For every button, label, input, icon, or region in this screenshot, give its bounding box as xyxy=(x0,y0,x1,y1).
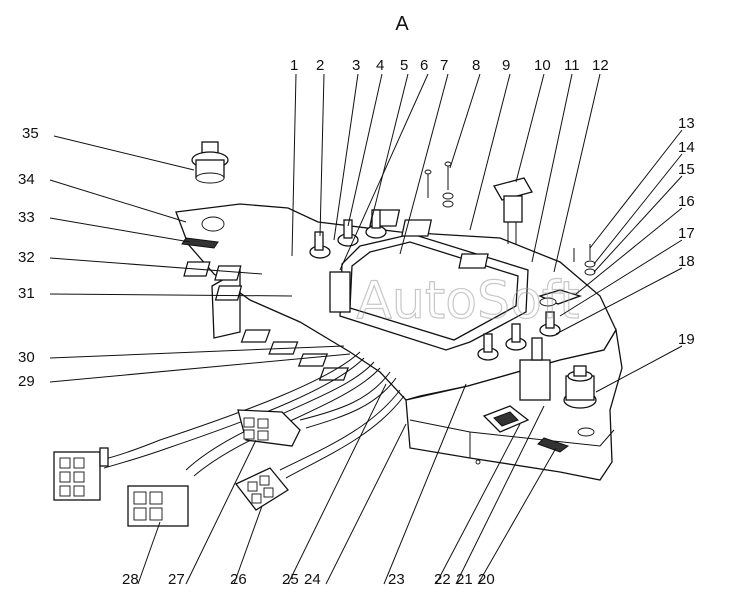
watermark: AutoSoft xyxy=(356,271,579,331)
connector-28 xyxy=(53,447,109,501)
callout-24: 24 xyxy=(304,571,321,588)
callout-26: 26 xyxy=(230,571,247,588)
callout-6: 6 xyxy=(420,57,428,74)
callout-27: 27 xyxy=(168,571,185,588)
callout-35: 35 xyxy=(22,125,39,142)
callout-18: 18 xyxy=(678,253,695,270)
callout-10: 10 xyxy=(534,57,551,74)
loose-switch-9 xyxy=(493,177,533,244)
view-label: А xyxy=(395,13,409,35)
callout-4: 4 xyxy=(376,57,384,74)
callout-34: 34 xyxy=(18,171,35,188)
callout-33: 33 xyxy=(18,209,35,226)
callout-21: 21 xyxy=(456,571,473,588)
callout-19: 19 xyxy=(678,331,695,348)
callout-3: 3 xyxy=(352,57,360,74)
callout-32: 32 xyxy=(18,249,35,266)
callout-14: 14 xyxy=(678,139,695,156)
callout-12: 12 xyxy=(592,57,609,74)
callout-31: 31 xyxy=(18,285,35,302)
push-button-35 xyxy=(191,141,229,184)
connector-25 xyxy=(234,467,289,511)
callout-1: 1 xyxy=(290,57,298,74)
callout-13: 13 xyxy=(678,115,695,132)
callout-20: 20 xyxy=(478,571,495,588)
callout-16: 16 xyxy=(678,193,695,210)
connector-27 xyxy=(127,485,189,527)
toggle-switches xyxy=(309,209,561,401)
callout-5: 5 xyxy=(400,57,408,74)
callout-2: 2 xyxy=(316,57,324,74)
label-plate-33 xyxy=(181,237,219,249)
screws xyxy=(424,161,596,276)
callout-23: 23 xyxy=(388,571,405,588)
connector-26 xyxy=(237,409,301,447)
callout-8: 8 xyxy=(472,57,480,74)
callout-22: 22 xyxy=(434,571,451,588)
callout-25: 25 xyxy=(282,571,299,588)
callout-11: 11 xyxy=(564,57,580,74)
callout-29: 29 xyxy=(18,373,35,390)
relay-22 xyxy=(482,405,530,433)
top-switch-row xyxy=(183,209,489,381)
callout-labels: 1 2 3 4 5 6 7 8 9 10 11 12 13 14 15 16 1… xyxy=(18,57,695,588)
callout-28: 28 xyxy=(122,571,139,588)
mounting-hole xyxy=(201,216,225,232)
callout-15: 15 xyxy=(678,161,695,178)
callout-7: 7 xyxy=(440,57,448,74)
callout-17: 17 xyxy=(678,225,695,242)
leader-lines xyxy=(49,73,683,585)
wire-harness xyxy=(99,351,405,479)
callout-9: 9 xyxy=(502,57,510,74)
callout-30: 30 xyxy=(18,349,35,366)
push-button-19 xyxy=(563,365,597,409)
label-plate-20 xyxy=(537,437,570,453)
